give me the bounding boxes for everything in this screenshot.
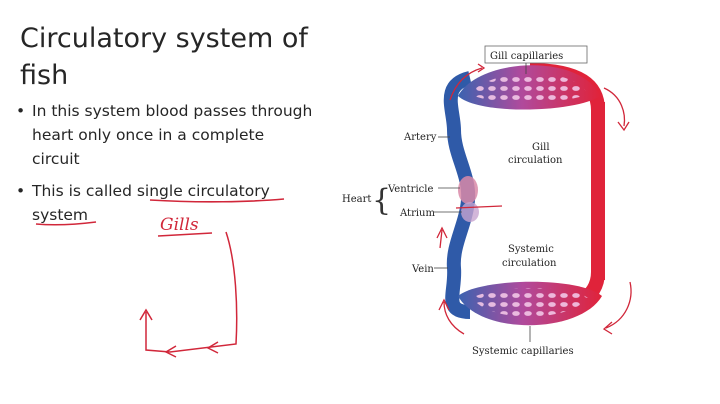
hand-drawn-arrow-up <box>139 308 153 321</box>
label-gill-circulation: circulation <box>508 155 563 166</box>
hand-drawn-arrow-left <box>206 341 219 354</box>
atrium-chamber <box>461 202 479 222</box>
label-gill-circulation: Gill <box>532 142 550 153</box>
label-systemic-circulation: circulation <box>502 258 557 269</box>
label-atrium: Atrium <box>399 208 435 219</box>
hand-drawn-loop <box>145 231 238 353</box>
label-systemic-circulation: Systemic <box>508 244 554 255</box>
slide-title: Circulatory system of fish <box>20 23 308 91</box>
ventricle-chamber <box>458 176 478 204</box>
bullet-item: In this system blood passes through hear… <box>14 99 314 171</box>
label-ventricle: Ventricle <box>387 184 433 195</box>
label-gill-capillaries: Gill capillaries <box>490 51 563 62</box>
label-artery: Artery <box>403 132 437 143</box>
label-vein: Vein <box>411 264 434 275</box>
fish-circulation-diagram: Gill capillaries Artery Gill circulation… <box>342 45 632 357</box>
heart-brace: { <box>372 183 391 218</box>
label-systemic-capillaries: Systemic capillaries <box>472 346 574 357</box>
label-heart: Heart <box>342 194 371 205</box>
bullet-list: In this system blood passes through hear… <box>14 99 314 235</box>
hand-drawn-arrow-left <box>164 345 177 358</box>
bullet-item: This is called single circulatory system <box>14 179 314 227</box>
gill-capillaries-box <box>484 45 588 64</box>
